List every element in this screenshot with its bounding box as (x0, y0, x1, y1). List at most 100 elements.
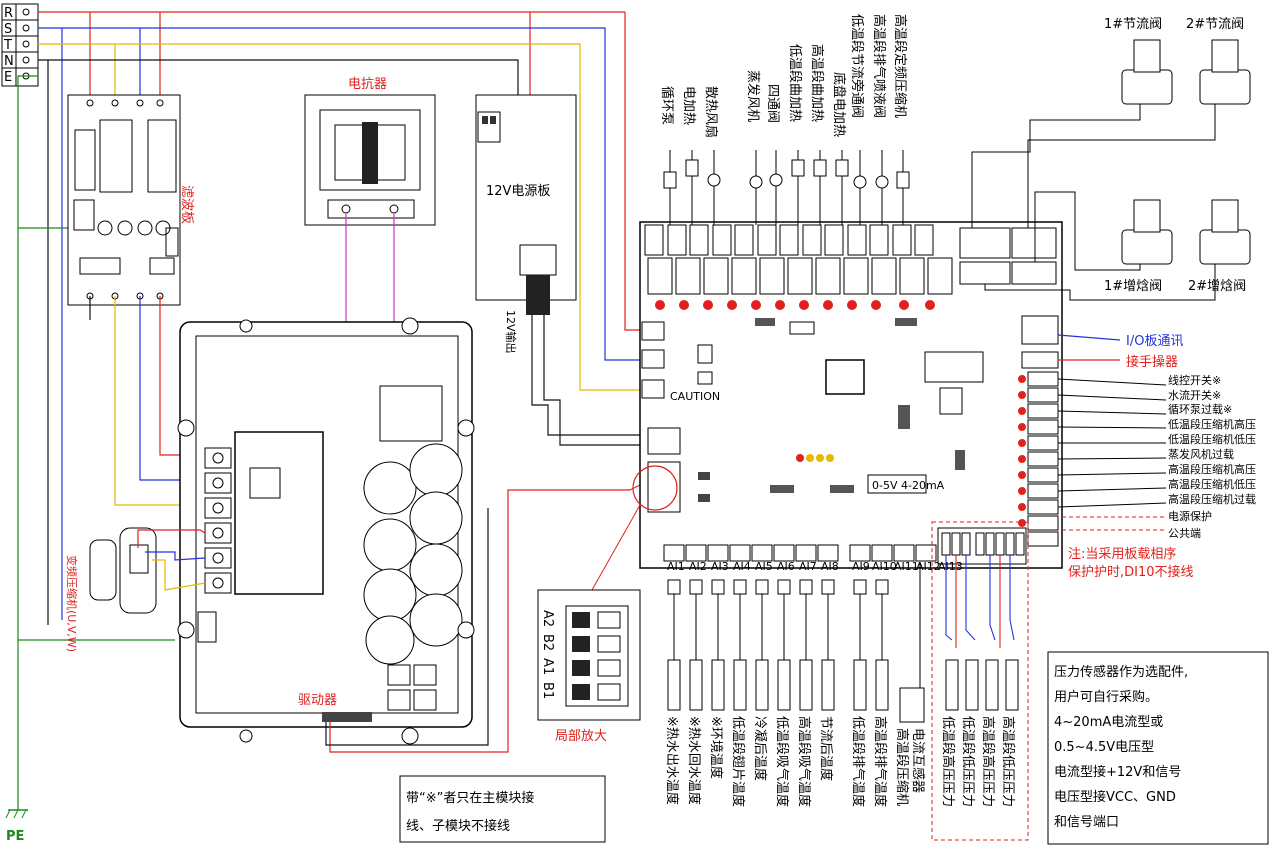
pressure-label-3: 高温段高压压力 (980, 716, 996, 807)
relay-loads (663, 150, 910, 225)
throttle-valve-1-label: 1#节流阀 (1104, 17, 1162, 32)
temp-label-7: 高温段吸气温度 (796, 716, 812, 807)
note-star-line-1: 带“※”者只在主模块接 (406, 790, 534, 806)
temp-label-2: ※热水回水温度 (686, 716, 702, 805)
reactor (304, 94, 436, 226)
main-control-board: CAUTION 0-5V 4-20mA (639, 221, 1063, 573)
dip-label-b2: B2 (540, 634, 555, 651)
output-label-high-crank: 高温段曲加热 (809, 44, 825, 122)
pressure-sensor-wires (945, 555, 1015, 648)
pressure-sensor-labels: 低温段高压压力 低温段低压压力 高温段高压压力 高温段低压压力 (940, 716, 1016, 807)
terminal-s-label: S (4, 22, 12, 37)
output-label-cooling-fan: 散热风扇 (703, 86, 719, 138)
reactor-label: 电抗器 (348, 77, 387, 92)
di-note-line-1: 注:当采用板载相序 (1068, 547, 1176, 562)
status-leds (796, 454, 834, 462)
temp-label-3: ※环境温度 (708, 716, 724, 779)
temp-label-10: 高温段排气温度 (872, 716, 888, 807)
output-label-chassis-heater: 底盘电加热 (831, 72, 847, 137)
driver-board (177, 317, 475, 745)
di-note-line-2: 保护护时,DI10不接线 (1068, 564, 1194, 580)
zoom-caption: 局部放大 (555, 729, 607, 744)
temp-sensor-leads (673, 562, 921, 688)
pressure-sensor-probes (945, 659, 1019, 711)
temp-sensor-probes (667, 579, 925, 723)
ai3-label: AI3 (711, 560, 729, 573)
capacitors (363, 443, 463, 665)
note-pressure-line-1: 压力传感器作为选配件, (1054, 664, 1188, 680)
compressor (89, 527, 157, 614)
relay-leds (655, 300, 935, 310)
valve-wires (971, 104, 1216, 301)
ai-connectors (663, 544, 937, 562)
driver-comm-wire (329, 484, 641, 753)
psu-output-wires (531, 315, 640, 446)
output-label-injection-valve: 高温段排气喷液阀 (871, 14, 887, 118)
output-label-pump: 循环泵 (659, 86, 674, 125)
ai9-label: AI9 (852, 560, 870, 573)
compressor-wires (137, 529, 206, 591)
di-label-7: 高温段压缩机高压 (1168, 462, 1256, 476)
di-label-common: 公共端 (1168, 527, 1201, 540)
throttle-valves (1121, 39, 1251, 105)
psu-label: 12V电源板 (486, 184, 550, 199)
note-pressure-line-3: 4~20mA电流型或 (1054, 715, 1163, 730)
temp-label-5: 冷凝后温度 (752, 716, 768, 781)
ai12-label: AI12 (916, 560, 941, 573)
ai7-label: AI7 (799, 560, 817, 573)
zoom-circle (632, 465, 678, 511)
terminal-r-label: R (4, 6, 13, 21)
comm-wires (1057, 334, 1121, 361)
temp-sensor-labels: ※热水出水温度 ※热水回水温度 ※环境温度 低温段翅片温度 冷凝后温度 低温段吸… (664, 716, 926, 807)
temp-label-6: 低温段吸气温度 (774, 716, 790, 807)
temp-label-4: 低温段翅片温度 (730, 716, 746, 807)
enthalpy-valves (1121, 199, 1251, 265)
di-label-6: 蒸发风机过载 (1168, 447, 1234, 461)
di-labels: 线控开关※ 水流开关※ 循环泵过载※ 低温段压缩机高压 低温段压缩机低压 蒸发风… (1168, 373, 1256, 540)
temp-label-9: 低温段排气温度 (850, 716, 866, 807)
di-label-10: 电源保护 (1168, 509, 1212, 523)
voltage-range-label: 0-5V 4-20mA (872, 479, 945, 492)
compressor-label: 变频压缩机(U,V,W) (65, 555, 79, 652)
note-pressure-line-5: 电流型接+12V和信号 (1054, 764, 1181, 780)
note-pressure-line-7: 和信号端口 (1054, 815, 1119, 830)
pressure-label-1: 低温段高压压力 (940, 716, 956, 807)
di-label-5: 低温段压缩机低压 (1168, 432, 1256, 446)
dip-zoom-box (537, 589, 641, 721)
output-label-fixed-compressor: 高温段定频压缩机 (892, 14, 908, 118)
driver-terminals (204, 447, 232, 594)
current-sensor-label-1: 高温段压缩机 (894, 728, 910, 806)
di-label-1: 线控开关※ (1168, 373, 1221, 387)
output-label-bypass-valve: 低温段节流旁通阀 (849, 14, 865, 118)
filter-board (67, 94, 181, 306)
current-sensor-label-2: 电流互感器 (910, 728, 926, 793)
note-pressure-line-2: 用户可自行采购。 (1054, 689, 1158, 705)
ai5-label: AI5 (755, 560, 773, 573)
pe-ground: PE (5, 809, 28, 844)
note-star-box (399, 775, 606, 843)
ai11-label: AI11 (894, 560, 919, 573)
ai13-label: AI13 (938, 560, 963, 573)
dip-label-a2: A2 (540, 610, 555, 627)
di-wires (1057, 378, 1167, 508)
dip-zoom-labels: A2 B2 A1 B1 (540, 610, 555, 699)
enthalpy-valve-1-label: 1#增焓阀 (1104, 278, 1162, 294)
ai10-label: AI10 (872, 560, 897, 573)
di-leds (1018, 375, 1026, 527)
note-pressure-line-4: 0.5~4.5V电压型 (1054, 740, 1154, 755)
di-label-9: 高温段压缩机过载 (1168, 492, 1256, 506)
enthalpy-valve-2-label: 2#增焓阀 (1188, 278, 1246, 294)
throttle-valve-2-label: 2#节流阀 (1186, 17, 1244, 32)
temp-label-8: 节流后温度 (818, 716, 834, 781)
note-pressure-box (1047, 651, 1269, 845)
relay-row (644, 224, 953, 295)
di-label-3: 循环泵过载※ (1168, 403, 1232, 416)
di-label-4: 低温段压缩机高压 (1168, 417, 1256, 431)
pressure-label-2: 低温段低压压力 (960, 716, 975, 807)
operator-label: 接手操器 (1126, 354, 1178, 370)
psu-output-label: 12V输出 (504, 310, 518, 354)
temp-label-1: ※热水出水温度 (664, 716, 680, 805)
dip-label-b1: B1 (540, 682, 555, 699)
ai6-label: AI6 (777, 560, 795, 573)
